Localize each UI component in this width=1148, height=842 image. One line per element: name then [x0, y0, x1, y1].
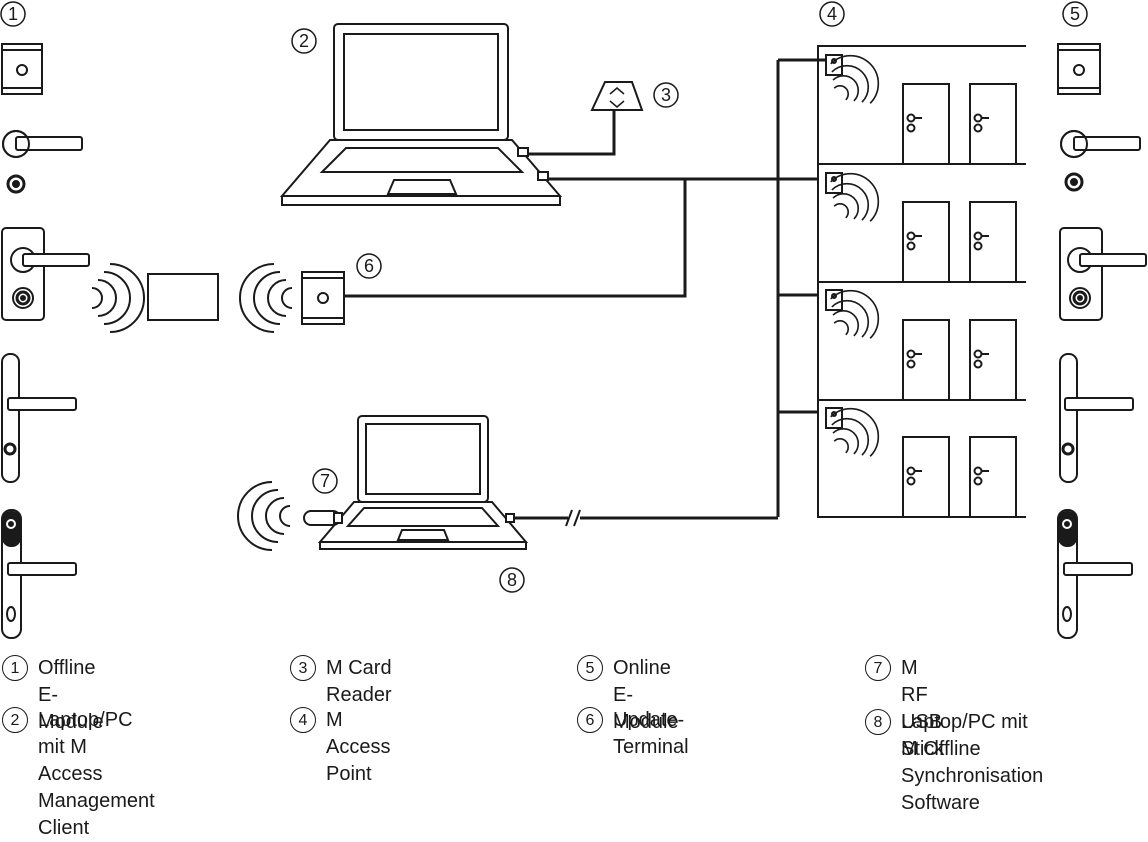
- legend-number: 8: [865, 709, 891, 735]
- callout-2: 2: [291, 28, 317, 54]
- rf-usb-stick-icon: [303, 510, 343, 526]
- terminal-waves-icon: [239, 263, 293, 333]
- legend-item-7: 7 M RF USB Stick: [865, 655, 944, 763]
- offline-escutcheon-icon: [1, 227, 90, 321]
- sync-laptop-icon: [317, 415, 529, 550]
- connection-lines: [344, 58, 828, 520]
- access-card-icon: [147, 273, 219, 321]
- online-lever-handle-icon: [1060, 130, 1141, 192]
- access-point-floor-2: [819, 161, 891, 233]
- callout-6: 6: [356, 253, 382, 279]
- legend-item-6: 6 Update-Terminal: [577, 707, 689, 761]
- management-laptop-icon: [279, 23, 563, 206]
- callout-7: 7: [312, 468, 338, 494]
- legend-item-5: 5 Online E-Module: [577, 655, 679, 736]
- reader-cable: [528, 110, 616, 156]
- offline-cylinder-reader-icon: [1, 43, 43, 95]
- legend-label: Update-Terminal: [613, 709, 689, 758]
- doors-floor-4: [902, 436, 1017, 518]
- callout-4: 4: [819, 1, 845, 27]
- access-point-floor-3: [819, 278, 891, 350]
- legend-item-4: 4 M Access Point: [290, 707, 390, 788]
- legend-number: 4: [290, 707, 316, 733]
- online-cylinder-reader-icon: [1057, 43, 1101, 95]
- card-reader-icon: [590, 81, 644, 111]
- offline-smart-plate-icon: [1, 509, 77, 639]
- legend-item-8: 8 Laptop/PC mit M Offline Synchronisatio…: [865, 709, 1043, 817]
- doors-floor-2: [902, 201, 1017, 283]
- callout-5: 5: [1062, 1, 1088, 27]
- svg-text:2: 2: [299, 31, 309, 51]
- legend-label: M Card Reader: [326, 657, 392, 706]
- usb-stick-waves-icon: [237, 481, 291, 551]
- legend-number: 5: [577, 655, 603, 681]
- legend-number: 1: [2, 655, 28, 681]
- legend-label: M RF USB Stick: [901, 657, 945, 760]
- callout-8: 8: [499, 567, 525, 593]
- network-line-terminal: [344, 179, 687, 298]
- update-terminal-icon: [301, 271, 345, 325]
- callout-3: 3: [653, 82, 679, 108]
- svg-text:4: 4: [827, 4, 837, 24]
- doors-floor-3: [902, 319, 1017, 401]
- callout-1: 1: [0, 1, 26, 27]
- svg-text:6: 6: [364, 256, 374, 276]
- online-escutcheon-icon: [1059, 227, 1147, 321]
- offline-long-plate-icon: [1, 353, 77, 483]
- legend-item-1: 1 Offline E-Module: [2, 655, 104, 736]
- svg-text:8: 8: [507, 570, 517, 590]
- legend-number: 6: [577, 707, 603, 733]
- legend-label: Online E-Module: [613, 657, 679, 733]
- legend-label: Laptop/PC mit M Offline Synchronisation …: [901, 711, 1044, 814]
- legend-number: 2: [2, 707, 28, 733]
- online-smart-plate-icon: [1057, 509, 1133, 639]
- svg-text:3: 3: [661, 85, 671, 105]
- legend-item-3: 3 M Card Reader: [290, 655, 392, 709]
- system-diagram: 1: [0, 1, 1147, 639]
- legend-label: Offline E-Module: [38, 657, 104, 733]
- doors-floor-1: [902, 83, 1017, 165]
- svg-text:5: 5: [1070, 4, 1080, 24]
- legend-label: Laptop/PC mit M Access Management Client: [38, 709, 155, 839]
- offline-to-card-waves-icon: [91, 263, 145, 333]
- legend-label: M Access Point: [326, 709, 391, 785]
- online-long-plate-icon: [1059, 353, 1134, 483]
- legend-number: 3: [290, 655, 316, 681]
- access-point-floor-1: [819, 43, 891, 115]
- offline-lever-handle-icon: [2, 130, 83, 194]
- access-point-floor-4: [819, 396, 891, 468]
- svg-text:1: 1: [8, 4, 18, 24]
- legend-item-2: 2 Laptop/PC mit M Access Management Clie…: [2, 707, 155, 842]
- svg-text:7: 7: [320, 471, 330, 491]
- legend-number: 7: [865, 655, 891, 681]
- line-break-icon: [565, 509, 581, 527]
